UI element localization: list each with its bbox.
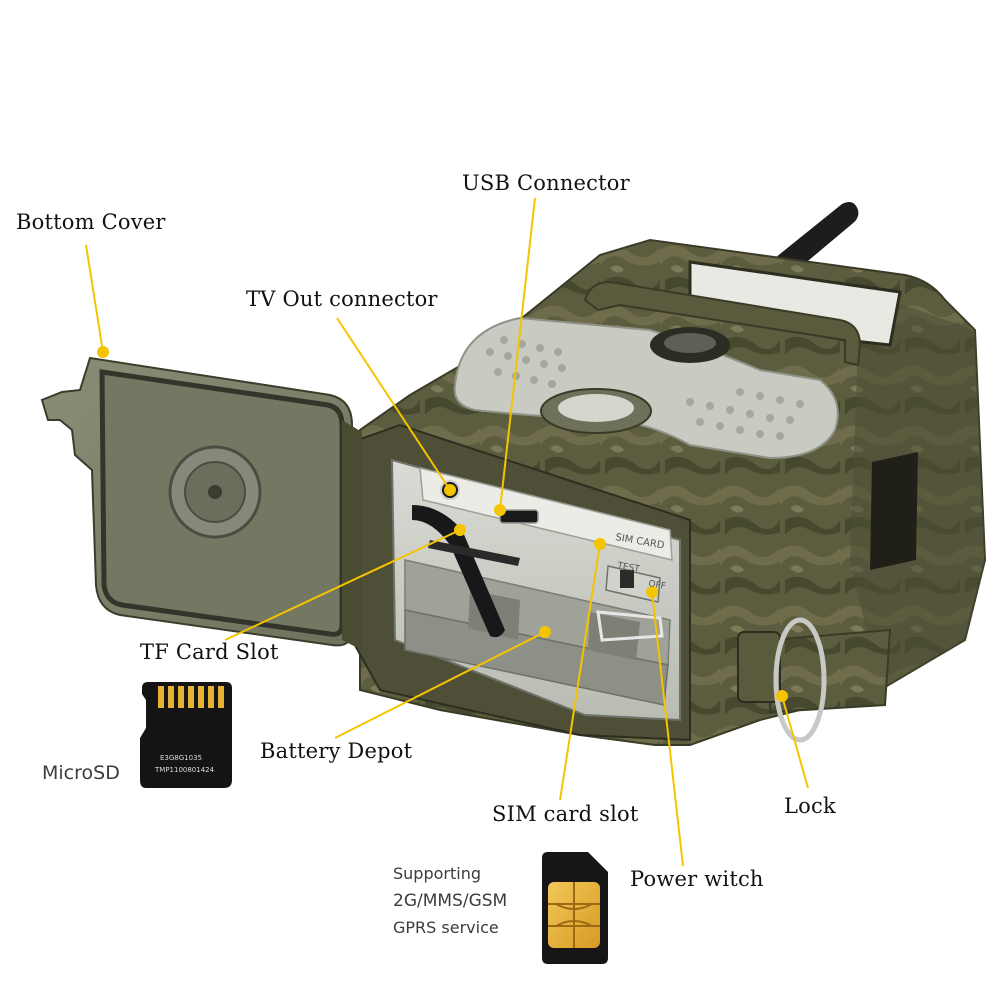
microsd-chip-line1: E3G8G1035 <box>160 754 202 762</box>
label-battery-depot: Battery Depot <box>260 739 413 763</box>
microsd-caption: MicroSD <box>42 762 120 784</box>
tf-slot <box>428 540 520 566</box>
velcro-strap <box>412 505 505 638</box>
sim-info-line2: 2G/MMS/GSM <box>393 891 508 911</box>
ir-led-cluster-right <box>686 388 804 440</box>
device-print-test: TEST <box>615 561 640 575</box>
label-sim-card-slot: SIM card slot <box>492 802 639 826</box>
label-lock: Lock <box>784 794 836 818</box>
antenna <box>770 202 859 276</box>
device-print-off: OFF <box>647 579 666 592</box>
ir-panel <box>453 316 839 460</box>
label-tv-out: TV Out connector <box>246 287 438 311</box>
label-tf-card-slot: TF Card Slot <box>140 640 279 664</box>
lock-ring <box>773 617 827 743</box>
label-usb-connector: USB Connector <box>462 171 630 195</box>
label-bottom-cover: Bottom Cover <box>16 210 166 234</box>
lock-strap <box>769 628 892 714</box>
sim-info-line3: GPRS service <box>393 918 499 937</box>
usb-socket <box>499 509 539 524</box>
ir-led-cluster-left <box>486 336 566 388</box>
label-power-switch: Power witch <box>630 867 764 891</box>
sim-card <box>542 852 608 964</box>
leader-dots <box>97 346 788 702</box>
microsd-chip-line2: TMP1100801424 <box>154 766 215 774</box>
leader-lines <box>85 197 809 867</box>
sim-info-line1: Supporting <box>393 864 481 883</box>
microsd-card <box>140 682 232 788</box>
